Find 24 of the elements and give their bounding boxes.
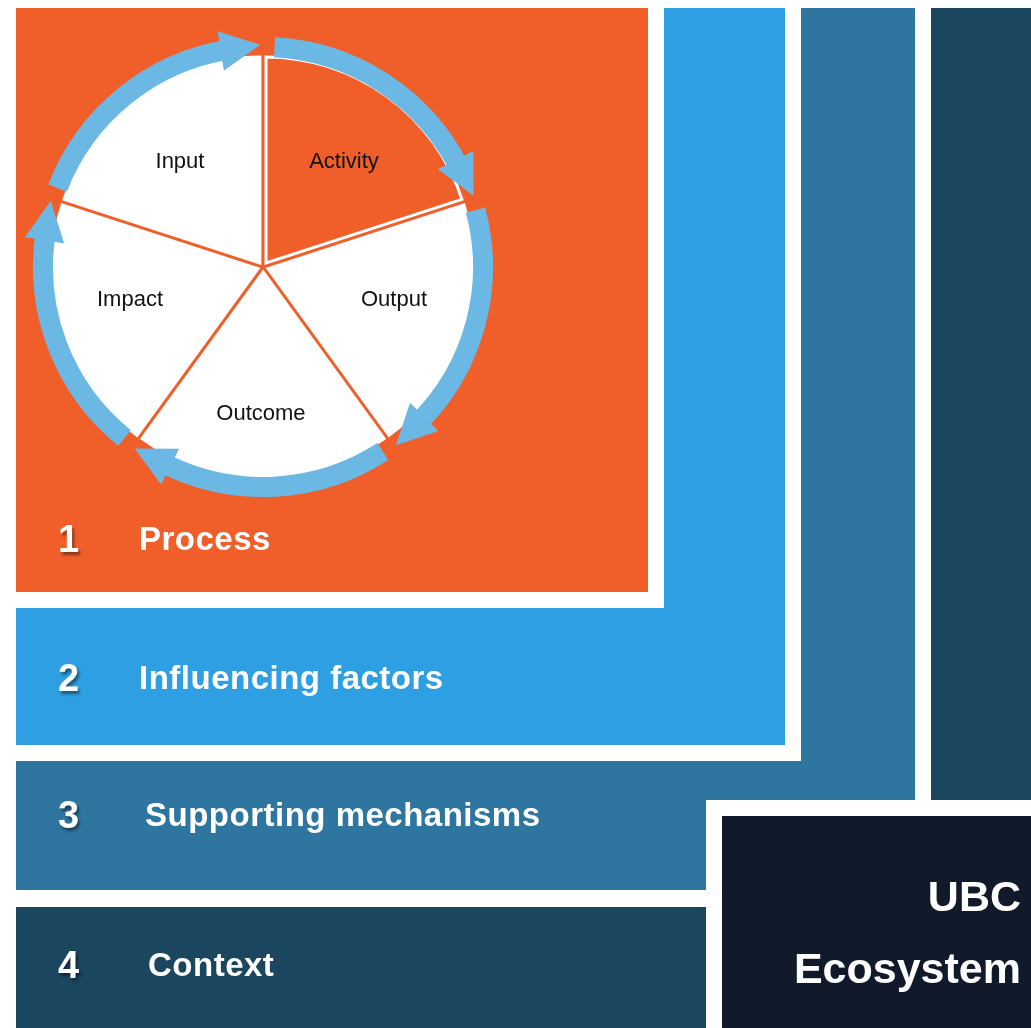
band-column bbox=[664, 8, 785, 608]
layer-number: 3 bbox=[58, 796, 80, 834]
segment-label: Impact bbox=[96, 286, 163, 312]
layer-band bbox=[16, 608, 785, 745]
band-column bbox=[801, 8, 915, 761]
ecosystem-label: UBC Ecosystem bbox=[792, 871, 1021, 994]
layer-number: 1 bbox=[58, 520, 80, 558]
cycle-segment bbox=[263, 54, 464, 265]
layer-number: 4 bbox=[58, 946, 80, 984]
cycle-segment bbox=[62, 54, 263, 265]
layer-number: 2 bbox=[58, 659, 80, 697]
layer-band bbox=[16, 761, 706, 890]
layer-band bbox=[16, 8, 648, 592]
layer-title: Process bbox=[139, 522, 271, 555]
segment-label: Outcome bbox=[216, 400, 306, 426]
layer-title: Context bbox=[148, 948, 275, 981]
segment-label: Activity bbox=[309, 148, 379, 174]
layer-title: Supporting mechanisms bbox=[145, 798, 541, 831]
ecosystem-box bbox=[722, 816, 1031, 1028]
band-column bbox=[931, 8, 1031, 800]
layer-band bbox=[16, 907, 706, 1028]
segment-label: Output bbox=[360, 286, 427, 312]
layer-title: Influencing factors bbox=[139, 661, 444, 694]
segment-label: Input bbox=[155, 148, 205, 174]
